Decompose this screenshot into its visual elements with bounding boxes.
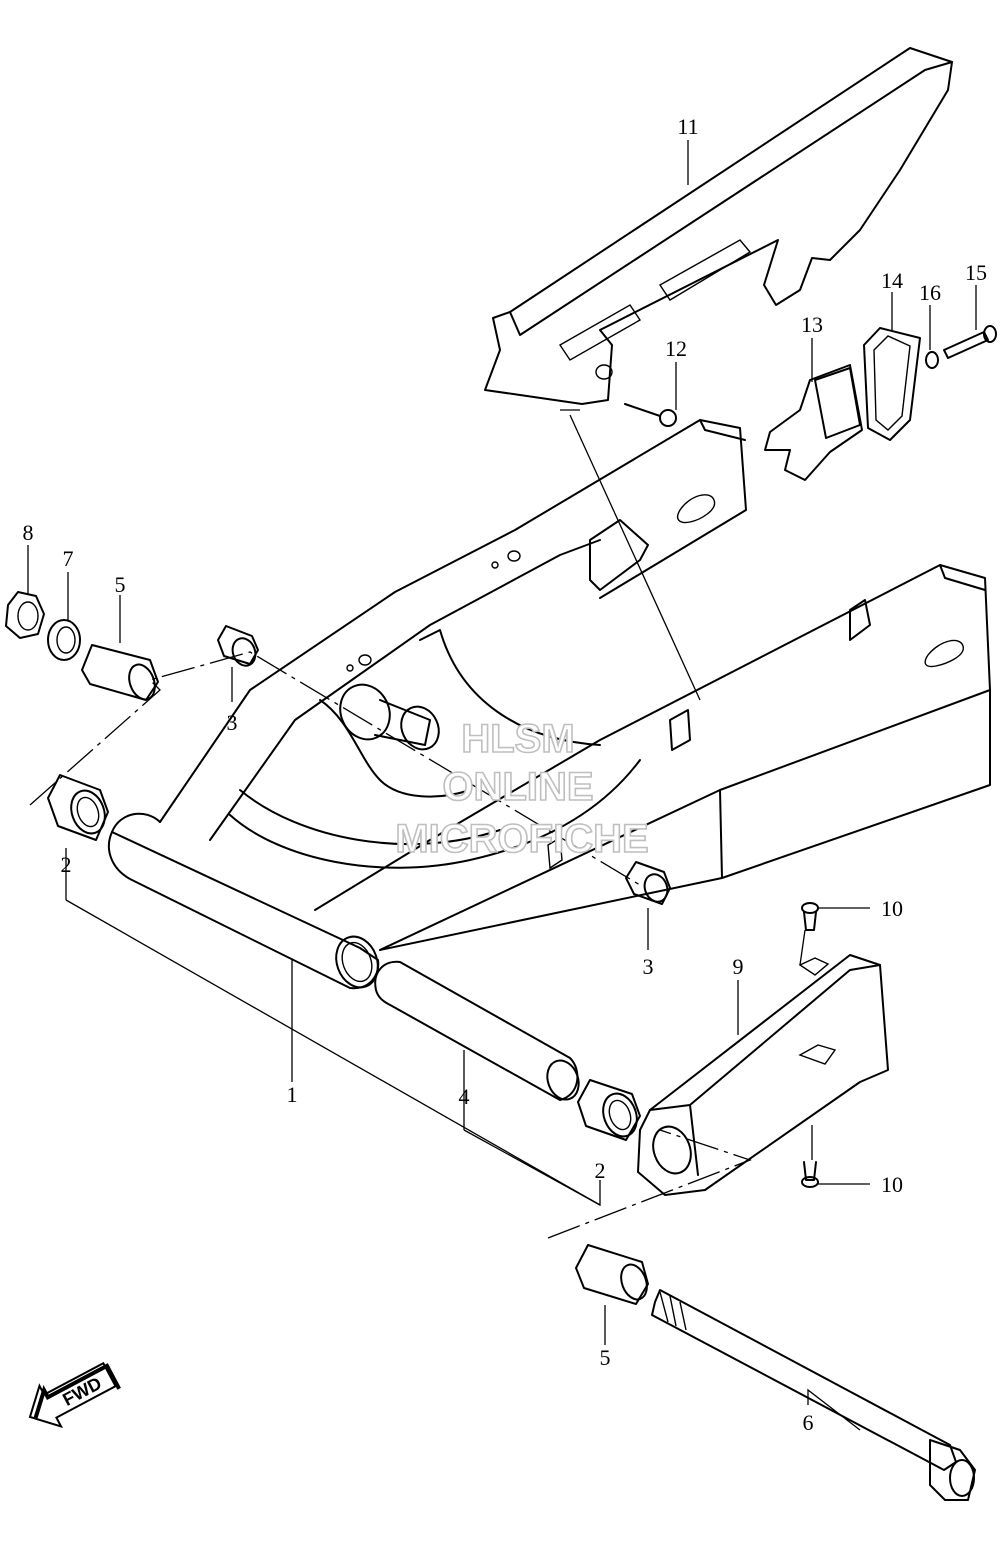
callout-2-left: 2 [61, 852, 72, 877]
watermark-line1: HLSM [461, 717, 574, 761]
watermark-line3: MICROFICHE [395, 817, 648, 861]
callout-10-lower: 10 [881, 1172, 903, 1197]
bolt-lower [801, 1161, 819, 1188]
callout-3-lower: 3 [643, 954, 654, 979]
callout-7: 7 [63, 546, 74, 571]
bearing-right [577, 1079, 641, 1141]
rubber-cushion [863, 327, 921, 441]
callout-1: 1 [287, 1082, 298, 1107]
guide-plate [764, 364, 863, 481]
callout-13: 13 [801, 312, 823, 337]
callout-16: 16 [919, 280, 941, 305]
small-washer [925, 351, 939, 369]
swingarm [107, 419, 991, 990]
leader-lines [27, 140, 977, 1431]
needle-bearing-upper [217, 625, 259, 667]
nut [5, 591, 45, 639]
pivot-shaft [651, 1289, 976, 1501]
callout-11: 11 [677, 114, 698, 139]
callout-5-lower: 5 [600, 1345, 611, 1370]
collar-left [81, 644, 159, 701]
collar-right [575, 1244, 649, 1305]
assembly-lines [29, 409, 813, 1239]
screw [624, 403, 677, 427]
watermark: HLSM ONLINE MICROFICHE [395, 716, 650, 862]
callout-4: 4 [459, 1084, 470, 1109]
washer [47, 619, 81, 661]
callout-3-upper: 3 [227, 710, 238, 735]
callout-10-upper: 10 [881, 896, 903, 921]
chain-guide [637, 954, 889, 1196]
callout-9: 9 [733, 954, 744, 979]
callout-5-upper: 5 [115, 572, 126, 597]
callout-12: 12 [665, 336, 687, 361]
needle-bearing-lower [625, 861, 671, 905]
fwd-arrow: FWD [28, 1361, 121, 1429]
callout-14: 14 [881, 268, 903, 293]
callout-labels: 1 2 2 3 3 4 5 5 6 7 8 9 10 10 11 12 13 1… [23, 114, 988, 1435]
callout-6: 6 [803, 1410, 814, 1435]
callout-8: 8 [23, 520, 34, 545]
callout-2-right: 2 [595, 1158, 606, 1183]
callout-15: 15 [965, 260, 987, 285]
pivot-spacer [374, 960, 580, 1101]
watermark-line2: ONLINE [442, 765, 593, 809]
long-bolt [943, 325, 997, 359]
bolt-upper [801, 902, 819, 931]
chain-cover [484, 47, 953, 405]
bearing-left [47, 774, 109, 841]
